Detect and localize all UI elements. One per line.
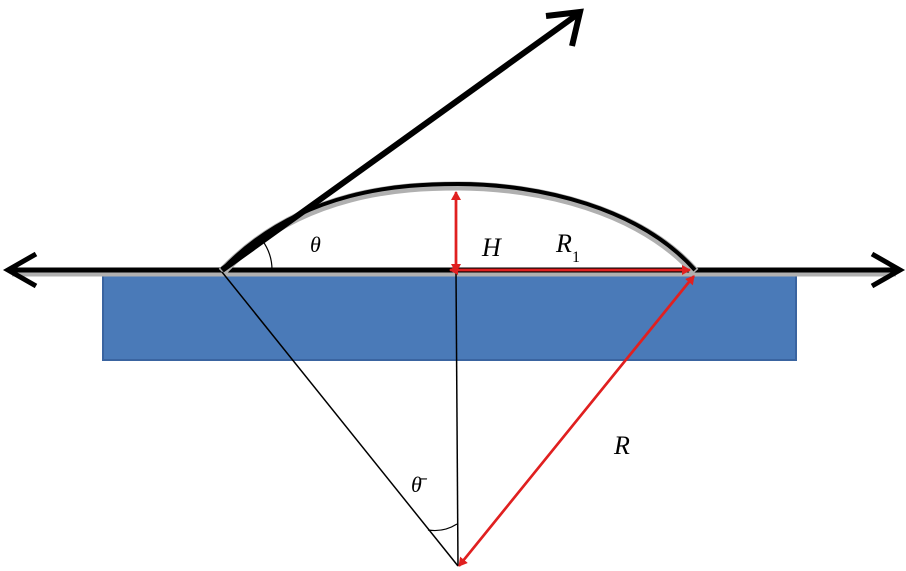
sphere-radius-arrow-back: [458, 277, 693, 567]
base-radius-label: R: [555, 229, 572, 258]
baseline-left-arrowhead: [2, 251, 38, 289]
contact-angle-arc: [261, 239, 273, 271]
center-angle-arc: [427, 523, 458, 532]
tangent-arrowhead: [545, 8, 584, 47]
sphere-radius-label: R: [613, 431, 630, 460]
height-label: H: [481, 233, 502, 262]
center-angle-label: θ̄: [411, 472, 428, 497]
droplet-cap: [220, 181, 697, 272]
droplet-cap-shadow: [218, 181, 699, 276]
substrate: [102, 271, 797, 361]
contact-angle-label: θ: [310, 232, 321, 257]
base-radius-subscript: 1: [572, 249, 580, 266]
radius-line-left: [221, 271, 459, 567]
baseline-right-arrowhead: [870, 251, 906, 289]
vertical-axis-line: [455, 271, 459, 567]
tangent-line: [220, 11, 580, 273]
